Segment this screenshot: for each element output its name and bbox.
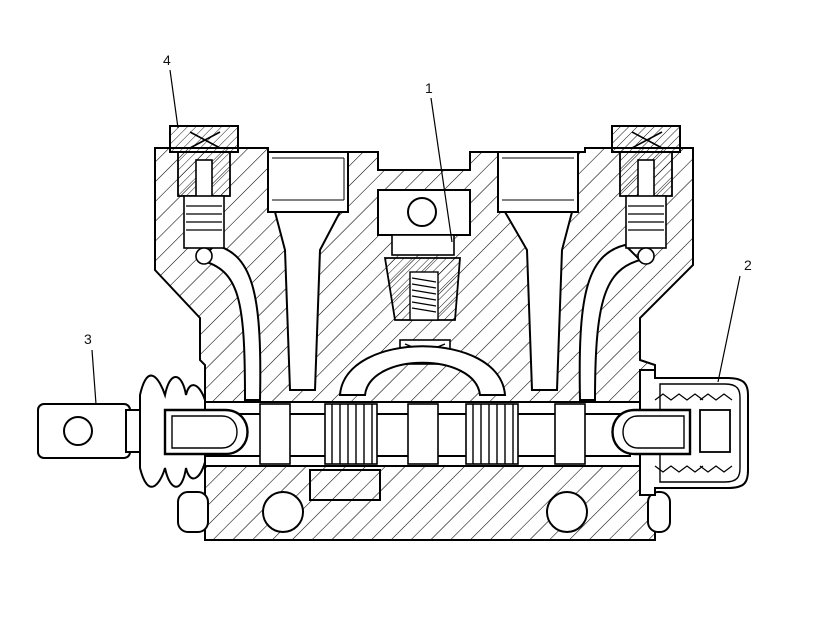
spool-clevis [37, 403, 147, 459]
left-channel [273, 211, 342, 391]
right-boss [647, 491, 671, 533]
left-outer-channel [198, 243, 262, 401]
callout-2: 2 [744, 257, 752, 273]
left-port [267, 151, 349, 213]
right-detent [611, 408, 692, 456]
center-passage [338, 345, 507, 396]
left-relief-valve [169, 125, 239, 265]
leader-2 [717, 275, 741, 383]
right-port [497, 151, 579, 213]
center-housing [377, 189, 471, 256]
spool [159, 403, 631, 465]
leader-3 [91, 349, 97, 405]
left-boss [177, 491, 209, 533]
right-channel [503, 211, 574, 391]
callout-4: 4 [163, 52, 171, 68]
leader-4 [169, 69, 179, 129]
right-relief-valve [611, 125, 681, 265]
right-outer-channel [578, 243, 642, 401]
callout-1: 1 [425, 80, 433, 96]
leader-1 [430, 97, 453, 243]
callout-3: 3 [84, 331, 92, 347]
leader-lines [91, 69, 741, 405]
bottom-cavities [262, 469, 588, 533]
left-detent [163, 408, 249, 456]
end-cap [639, 369, 749, 496]
